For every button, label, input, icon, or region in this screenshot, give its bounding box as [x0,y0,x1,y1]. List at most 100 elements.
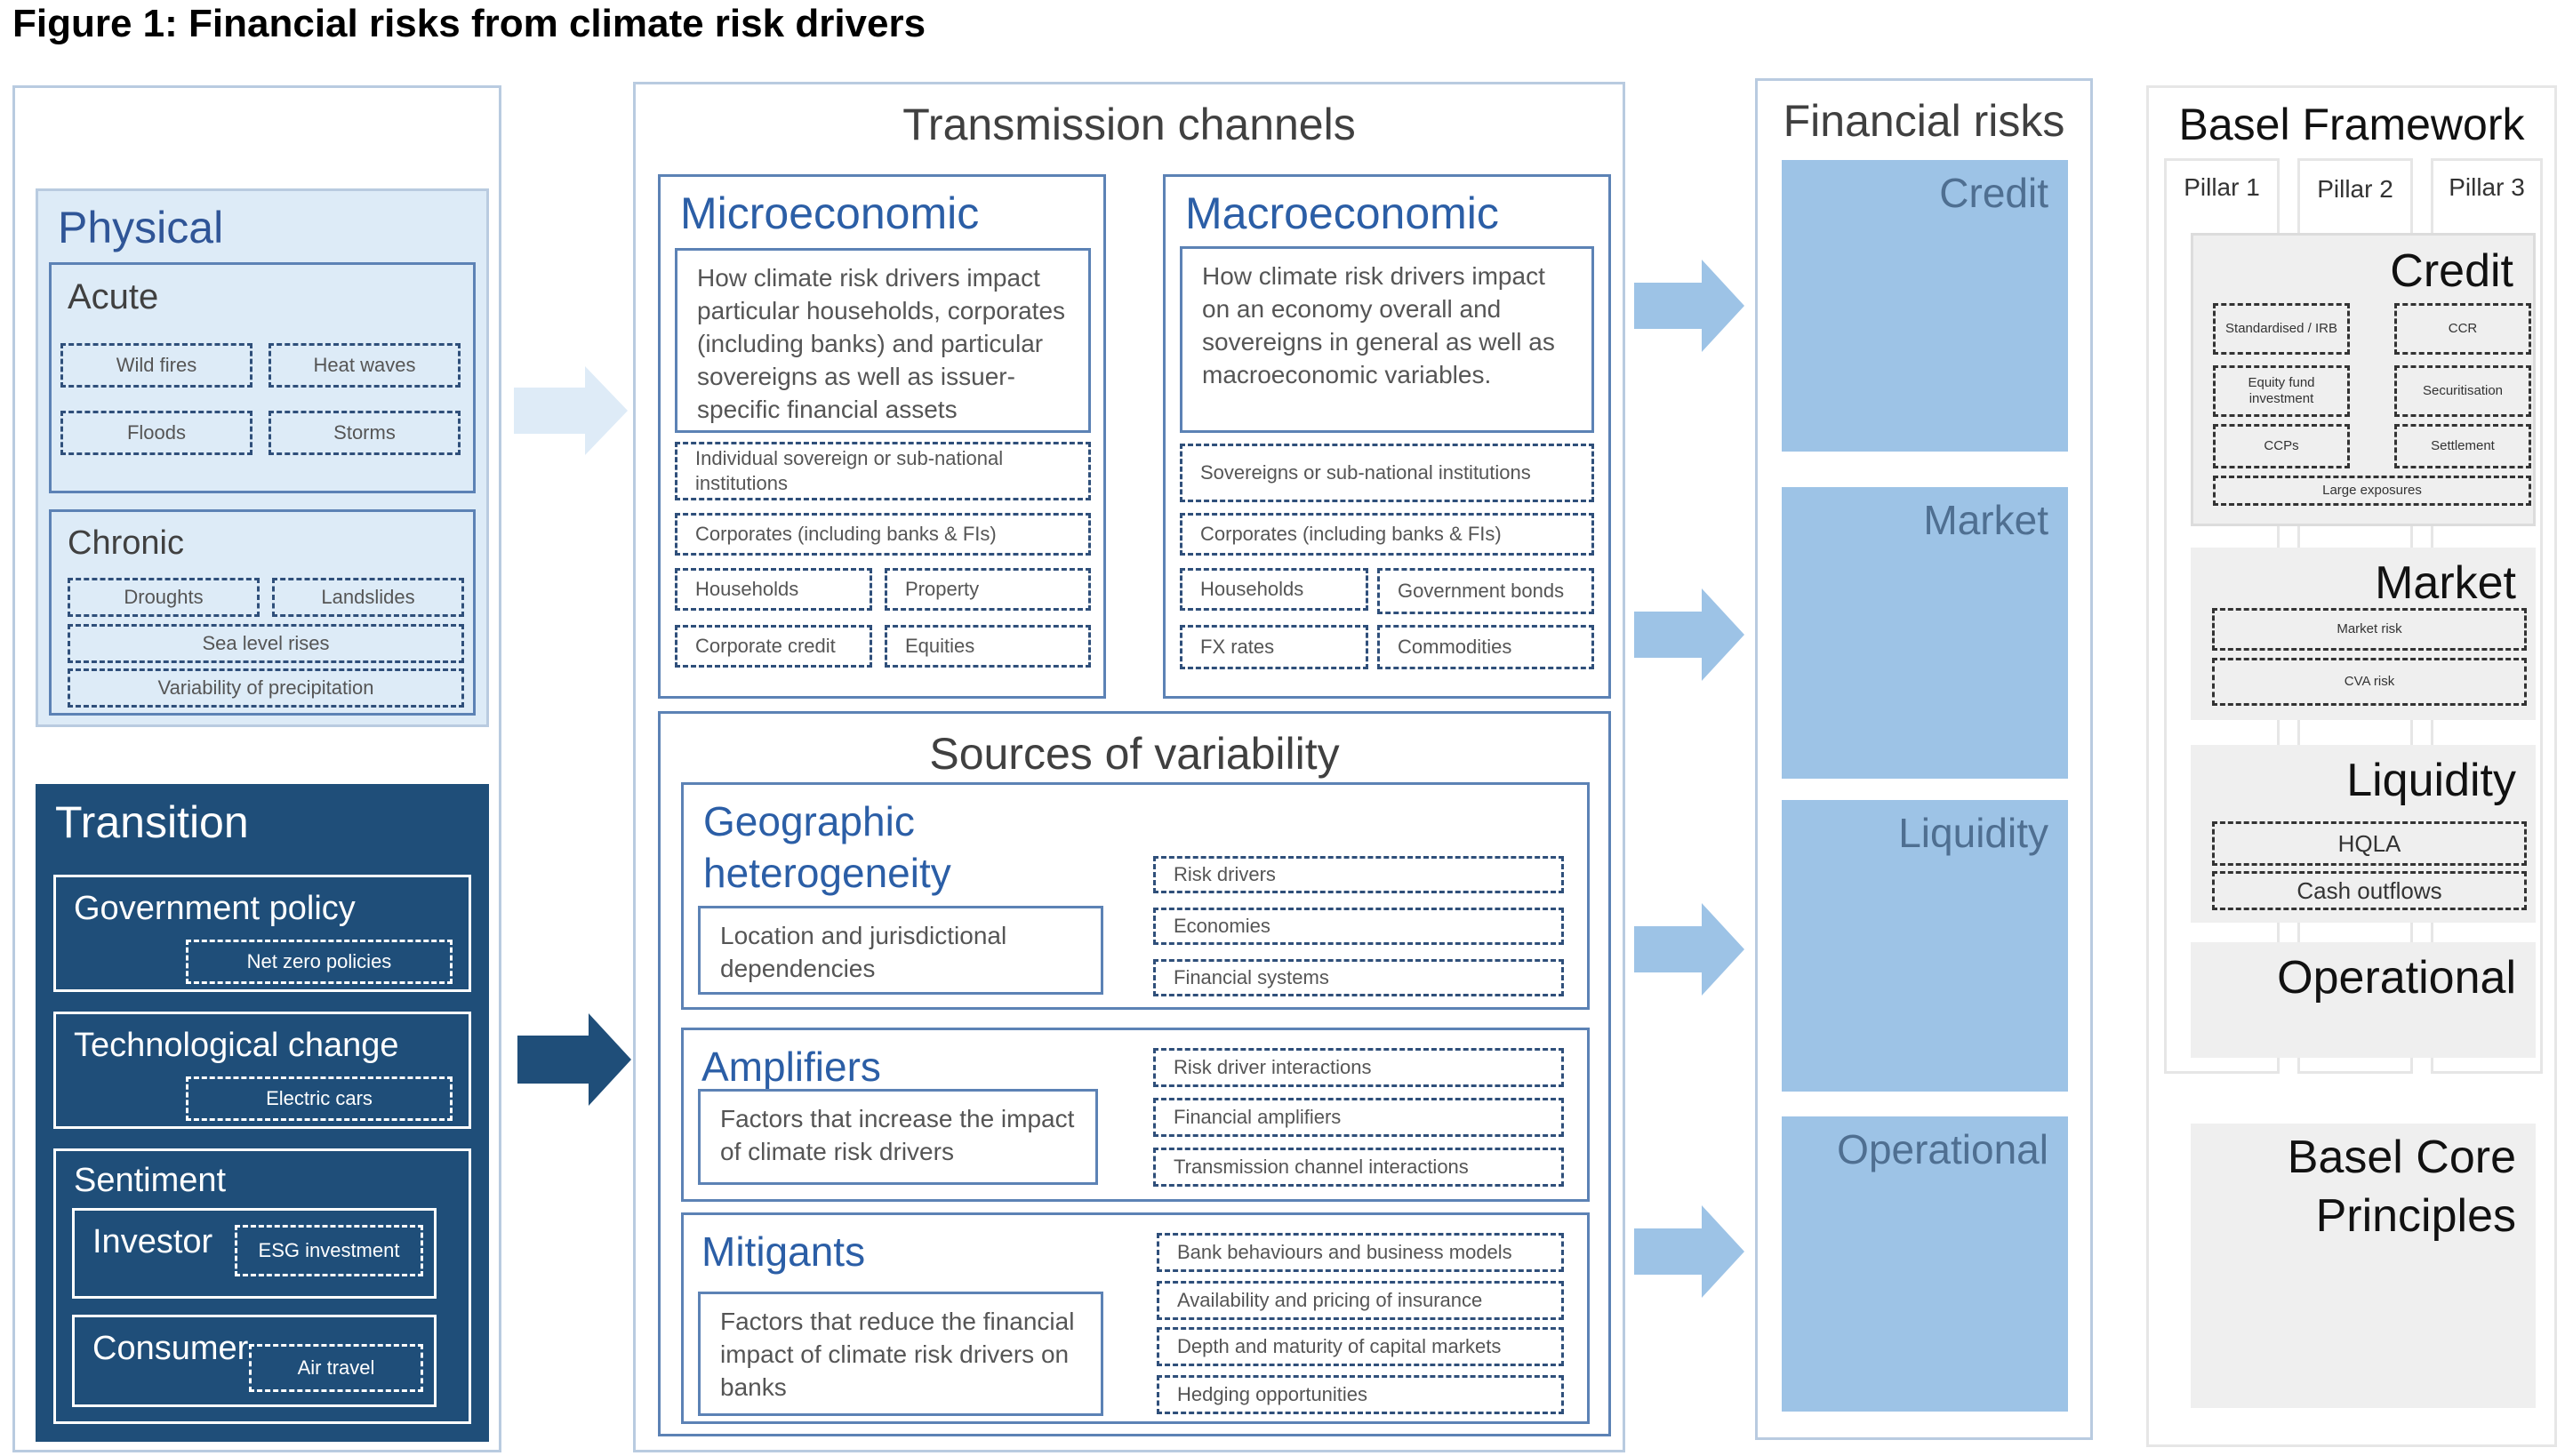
basel-credit-securitisation: Securitisation [2394,365,2531,417]
basel-operational-label: Operational [2277,952,2516,1004]
geographic-heading-line1: Geographic [703,798,915,844]
mitigants-panel: Mitigants Factors that reduce the financ… [681,1212,1590,1424]
microeconomic-description: How climate risk drivers impact particul… [675,248,1091,433]
geographic-item-economies: Economies [1153,908,1564,945]
chronic-item-landslides: Landslides [272,578,464,617]
variability-heading: Sources of variability [929,729,1340,779]
government-policy-box: Government policy Net zero policies [53,875,471,992]
risk-drivers-panel [12,85,501,1452]
basel-credit-label: Credit [2390,245,2513,297]
sentiment-box: Sentiment Investor ESG investment Consum… [53,1148,471,1424]
chronic-item-droughts: Droughts [68,578,260,617]
basel-cash-outflows: Cash outflows [2212,871,2527,910]
risk-liquidity-label: Liquidity [1898,810,2048,856]
acute-heading: Acute [68,277,159,316]
basel-liquidity-box: Liquidity HQLA Cash outflows [2191,745,2536,923]
acute-item-heat-waves: Heat waves [269,343,461,388]
geographic-heading-line2: heterogeneity [703,850,951,896]
risk-operational-box: Operational [1782,1116,2068,1412]
basel-liquidity-label: Liquidity [2346,755,2516,806]
macro-item-commodities: Commodities [1377,625,1594,669]
basel-credit-settlement: Settlement [2394,424,2531,468]
macro-item-households: Households [1180,568,1368,611]
pillar-3-label: Pillar 3 [2449,173,2525,201]
mitigants-item-hedging: Hedging opportunities [1157,1375,1564,1414]
macroeconomic-description: How climate risk drivers impact on an ec… [1180,246,1594,433]
macro-item-corporates: Corporates (including banks & FIs) [1180,513,1594,556]
arrow-to-liquidity [1634,903,1744,996]
macro-item-government-bonds: Government bonds [1377,568,1594,614]
acute-item-floods: Floods [60,411,252,455]
amplifiers-item-financial-amplifiers: Financial amplifiers [1153,1098,1564,1137]
electric-cars-item: Electric cars [186,1076,453,1121]
basel-operational-box: Operational [2191,942,2536,1058]
acute-item-wild-fires: Wild fires [60,343,252,388]
micro-item-households: Households [675,568,872,611]
arrow-to-credit [1634,260,1744,352]
chronic-item-sea-level-rises: Sea level rises [68,624,464,663]
amplifiers-description: Factors that increase the impact of clim… [698,1089,1098,1185]
risk-liquidity-box: Liquidity [1782,800,2068,1092]
amplifiers-heading: Amplifiers [701,1044,881,1090]
macro-item-sovereigns: Sovereigns or sub-national institutions [1180,444,1594,502]
micro-item-property: Property [885,568,1091,611]
macroeconomic-panel: Macroeconomic How climate risk drivers i… [1163,174,1611,699]
basel-framework-panel: Basel Framework [2146,85,2557,1447]
risk-credit-label: Credit [1939,170,2048,216]
geographic-item-financial-systems: Financial systems [1153,959,1564,996]
amplifiers-panel: Amplifiers Factors that increase the imp… [681,1028,1590,1202]
macro-item-fx-rates: FX rates [1180,625,1368,669]
esg-investment-item: ESG investment [235,1225,423,1276]
technological-change-label: Technological change [74,1027,399,1064]
consumer-box: Consumer Air travel [72,1315,437,1407]
geographic-item-risk-drivers: Risk drivers [1153,856,1564,893]
basel-credit-equity-fund: Equity fund investment [2213,365,2350,417]
risk-credit-box: Credit [1782,160,2068,452]
physical-arrow [514,366,628,455]
basel-market-risk: Market risk [2212,608,2527,651]
micro-item-sovereign: Individual sovereign or sub-national ins… [675,442,1091,500]
macroeconomic-heading: Macroeconomic [1185,188,1499,238]
mitigants-item-capital-markets: Depth and maturity of capital markets [1157,1327,1564,1366]
amplifiers-item-transmission-channel-interactions: Transmission channel interactions [1153,1148,1564,1187]
basel-credit-standardised-irb: Standardised / IRB [2213,303,2350,355]
basel-core-principles-line2: Principles [2315,1190,2516,1242]
transition-arrow [517,1013,631,1106]
financial-risks-heading: Financial risks [1783,96,2065,146]
pillar-2-label: Pillar 2 [2317,175,2393,203]
investor-box: Investor ESG investment [72,1208,437,1299]
basel-credit-large-exposures: Large exposures [2213,476,2531,506]
air-travel-item: Air travel [249,1344,423,1392]
microeconomic-heading: Microeconomic [680,188,980,238]
risk-market-label: Market [1923,497,2048,543]
acute-item-storms: Storms [269,411,461,455]
basel-core-principles-line1: Basel Core [2287,1132,2516,1183]
chronic-item-variability: Variability of precipitation [68,668,464,708]
basel-hqla: HQLA [2212,821,2527,866]
basel-credit-ccr: CCR [2394,303,2531,355]
basel-credit-box: Credit Standardised / IRB CCR Equity fun… [2191,233,2536,526]
transmission-heading: Transmission channels [902,100,1356,149]
geographic-heterogeneity-panel: Geographic heterogeneity Location and ju… [681,782,1590,1010]
financial-risks-panel: Financial risks [1755,78,2093,1440]
mitigants-item-insurance: Availability and pricing of insurance [1157,1281,1564,1320]
sources-of-variability-panel: Sources of variability [658,711,1611,1436]
risk-market-box: Market [1782,487,2068,779]
net-zero-policies-item: Net zero policies [186,940,453,984]
micro-item-equities: Equities [885,625,1091,668]
microeconomic-panel: Microeconomic How climate risk drivers i… [658,174,1106,699]
amplifiers-item-risk-driver-interactions: Risk driver interactions [1153,1048,1564,1087]
chronic-panel: Chronic Droughts Landslides Sea level ri… [49,509,476,716]
mitigants-heading: Mitigants [701,1228,866,1275]
geographic-description: Location and jurisdictional dependencies [698,906,1103,995]
micro-item-corporates: Corporates (including banks & FIs) [675,513,1091,556]
arrow-to-market [1634,588,1744,681]
figure-title: Figure 1: Financial risks from climate r… [12,2,926,45]
transition-panel: Transition Government policy Net zero po… [36,784,489,1442]
mitigants-item-bank-behaviours: Bank behaviours and business models [1157,1233,1564,1272]
transition-heading: Transition [55,797,249,847]
physical-heading: Physical [58,203,224,252]
sentiment-label: Sentiment [74,1162,227,1199]
basel-core-principles-box: Basel Core Principles [2191,1124,2536,1408]
basel-credit-ccps: CCPs [2213,424,2350,468]
